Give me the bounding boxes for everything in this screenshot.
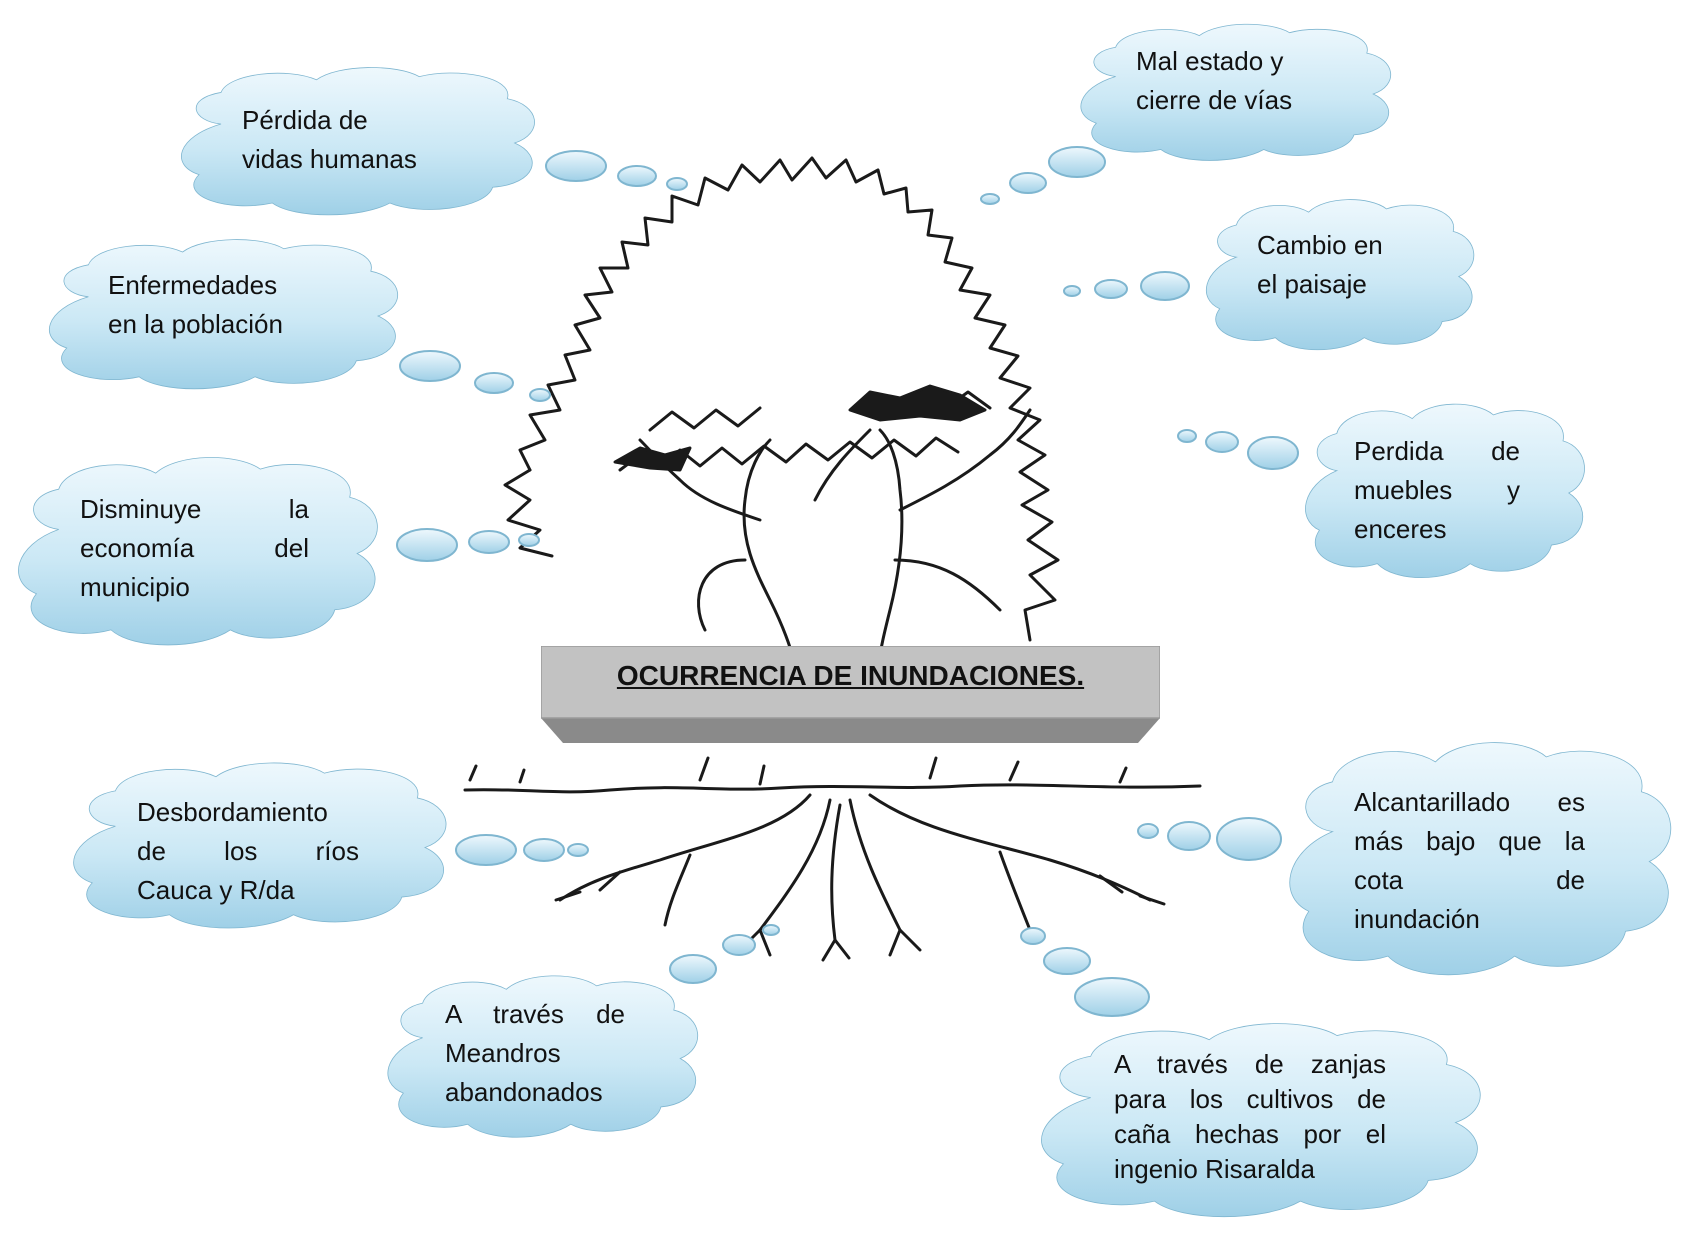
cloud-vias: Mal estado y cierre de vías [1077, 21, 1399, 167]
thought-bubble [455, 834, 517, 866]
thought-bubble [1205, 431, 1239, 453]
cloud-line: cota de [1354, 865, 1585, 895]
cloud-enfermedades: Enfermedades en la población [45, 236, 407, 396]
cloud-line: enceres [1354, 514, 1447, 542]
thought-bubble [545, 150, 607, 182]
thought-bubble [1177, 429, 1197, 443]
banner-border [541, 646, 1160, 719]
cloud-line: para los cultivos de [1114, 1084, 1386, 1114]
thought-bubble [396, 528, 458, 562]
thought-bubble [567, 843, 589, 857]
thought-bubble [518, 533, 540, 547]
cloud-meandros: A través de Meandros abandonados [384, 972, 706, 1145]
cloud-line: más bajo que la [1354, 826, 1585, 856]
thought-bubble [722, 934, 756, 956]
cloud-line: Enfermedades [108, 270, 278, 300]
thought-bubble [474, 372, 514, 394]
thought-bubble [468, 530, 510, 554]
cloud-line: Meandros [445, 1038, 561, 1068]
thought-bubble [1048, 146, 1106, 178]
cloud-line: cierre de vías [1136, 85, 1293, 115]
thought-bubble [666, 177, 688, 191]
thought-bubble [1094, 279, 1128, 299]
cloud-line: ingenio Risaralda [1114, 1154, 1315, 1184]
thought-bubble [1063, 285, 1081, 297]
cloud-desbordamiento: Desbordamiento de los ríos Cauca y R/da [69, 759, 456, 936]
cloud-line: abandonados [445, 1077, 603, 1107]
thought-bubble [1167, 821, 1211, 851]
cloud-muebles: Perdida de muebles y enceres [1302, 400, 1592, 586]
cloud-economia: Disminuye la economía del municipio [14, 453, 387, 654]
cloud-line: Cauca y R/da [137, 875, 295, 905]
cloud-line: Disminuye la [80, 494, 309, 524]
thought-bubble [399, 350, 461, 382]
thought-bubble [1009, 172, 1047, 194]
thought-bubble [529, 388, 551, 402]
cloud-line: Desbordamiento [137, 797, 328, 827]
banner-face [541, 646, 1160, 718]
cloud-line: el paisaje [1257, 269, 1367, 299]
cloud-line: Mal estado y [1136, 46, 1284, 76]
cloud-line: Pérdida de [242, 105, 368, 135]
thought-bubble [617, 165, 657, 187]
thought-bubble [523, 838, 565, 862]
thought-bubble [1020, 927, 1046, 945]
thought-bubble [669, 954, 717, 984]
diagram-title: OCURRENCIA DE INUNDACIONES. [616, 660, 1085, 691]
cloud-alcantarillado: Alcantarillado es más bajo que la cota d… [1285, 737, 1681, 986]
thought-bubble [1137, 823, 1159, 839]
cloud-line: inundación [1354, 904, 1480, 934]
title-banner [541, 646, 1160, 743]
thought-bubble [1043, 947, 1091, 975]
banner-bevel [541, 718, 1160, 743]
cloud-line: municipio [80, 572, 190, 602]
cloud-line: muebles y [1354, 475, 1520, 505]
cloud-line: Cambio en [1257, 230, 1383, 260]
thought-bubble [1074, 977, 1150, 1017]
thought-bubble [762, 924, 780, 936]
cloud-line: en la población [108, 309, 283, 339]
cloud-zanjas: A través de zanjas para los cultivos de … [1036, 1019, 1492, 1226]
thought-bubble [980, 193, 1000, 205]
cloud-line: A través de zanjas [1114, 1049, 1386, 1079]
thought-bubble [1247, 436, 1299, 470]
cloud-line: Perdida de [1354, 436, 1520, 466]
cloud-paisaje: Cambio en el paisaje [1203, 196, 1481, 357]
thought-bubble [1140, 271, 1190, 301]
cloud-line: economía del [80, 533, 309, 563]
cloud-line: vidas humanas [242, 144, 417, 174]
cloud-line: Alcantarillado es [1354, 787, 1585, 817]
cloud-line: A través de [445, 999, 625, 1029]
cloud-line: caña hechas por el [1114, 1119, 1386, 1149]
thought-bubble [1216, 817, 1282, 861]
cloud-perdida-vidas: Pérdida de vidas humanas [177, 64, 544, 222]
cloud-line: de los ríos [137, 836, 359, 866]
